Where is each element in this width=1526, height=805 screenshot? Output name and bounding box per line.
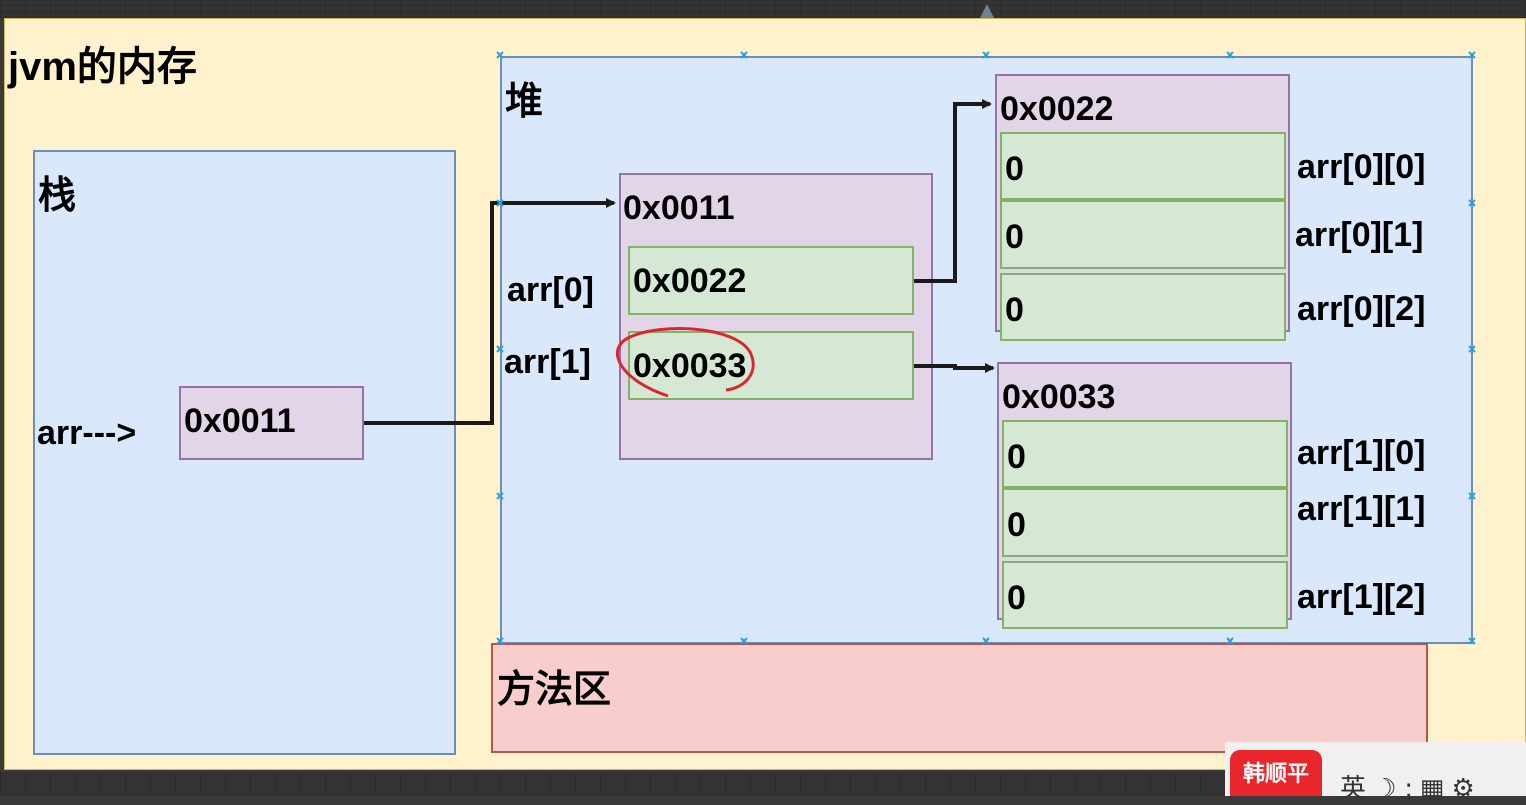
inner-array-0-cell-1[interactable] xyxy=(1000,200,1286,269)
arrow-stack-to-outer xyxy=(364,198,616,425)
watermark-badge: 韩顺平 xyxy=(1230,750,1322,796)
stack-cell[interactable] xyxy=(179,386,364,460)
selection-handles xyxy=(496,51,1476,645)
outer-array-cell-0[interactable] xyxy=(628,246,914,315)
inner-array-0-label-2: arr[0][2] xyxy=(1297,290,1426,328)
inner-array-1-cell-0-value: 0 xyxy=(1007,438,1026,476)
inner-array-0-cell-0[interactable] xyxy=(1000,132,1286,200)
outer-array-address: 0x0011 xyxy=(623,189,735,227)
inner-array-1-label-0: arr[1][0] xyxy=(1297,434,1426,472)
outer-array-cell-1[interactable] xyxy=(628,331,914,400)
inner-array-1-cell-2[interactable] xyxy=(1002,561,1288,629)
top-ruler xyxy=(0,0,1526,18)
rotate-handle-icon xyxy=(980,4,994,18)
ime-toolbar-icons[interactable]: 英 ☽ ⁏ ▦ ⚙ xyxy=(1340,773,1475,803)
inner-array-1-cell-2-value: 0 xyxy=(1007,579,1026,617)
inner-array-1-cell-1-value: 0 xyxy=(1007,506,1026,544)
inner-array-0-label-1: arr[0][1] xyxy=(1295,216,1424,254)
inner-array-0-label-0: arr[0][0] xyxy=(1297,148,1426,186)
inner-array-1-label-1: arr[1][1] xyxy=(1297,490,1426,528)
inner-array-0-cell-2[interactable] xyxy=(1000,273,1286,341)
method-area-label: 方法区 xyxy=(497,669,612,711)
inner-array-1-label-2: arr[1][2] xyxy=(1297,578,1426,616)
arrow-cell0-to-inner0 xyxy=(914,99,992,283)
arrow-cell1-to-inner1 xyxy=(914,363,995,373)
outer-array-cell-1-label: arr[1] xyxy=(504,343,591,381)
stack-cell-value: 0x0011 xyxy=(184,402,296,440)
outer-array-cell-0-label: arr[0] xyxy=(507,271,594,309)
heap-label: 堆 xyxy=(505,81,544,123)
diagram-title: jvm的内存 xyxy=(8,45,197,89)
inner-array-0-address: 0x0022 xyxy=(1000,90,1114,128)
stack-pointer-label: arr---> xyxy=(37,414,137,452)
method-area-region[interactable] xyxy=(491,643,1428,753)
outer-array-cell-1-value: 0x0033 xyxy=(633,347,747,385)
inner-array-0-cell-1-value: 0 xyxy=(1005,218,1024,256)
inner-array-0-cell-2-value: 0 xyxy=(1005,291,1024,329)
outer-array-box[interactable] xyxy=(619,173,933,460)
inner-array-1-cell-1[interactable] xyxy=(1002,488,1288,557)
inner-array-1-cell-0[interactable] xyxy=(1002,420,1288,488)
stack-label: 栈 xyxy=(38,175,77,217)
highlight-circle xyxy=(616,327,755,398)
outer-array-cell-0-value: 0x0022 xyxy=(633,262,747,300)
inner-array-0-cell-0-value: 0 xyxy=(1005,150,1024,188)
inner-array-1-address: 0x0033 xyxy=(1002,378,1116,416)
